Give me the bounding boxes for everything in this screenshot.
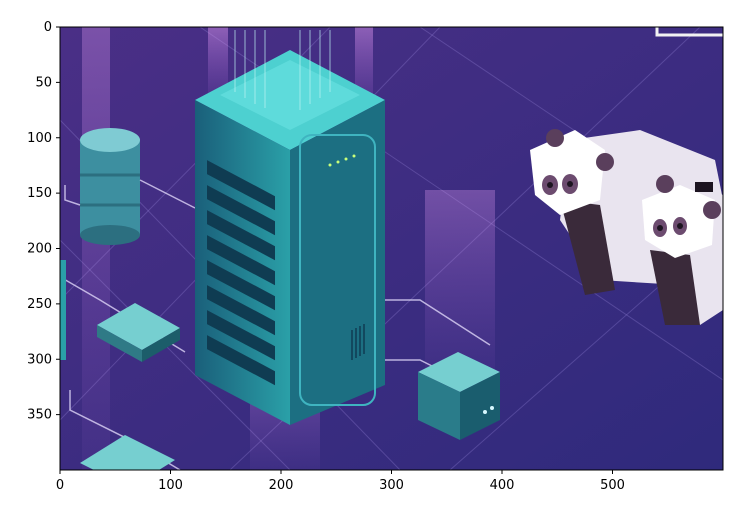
x-tick-label: 200 bbox=[269, 478, 294, 493]
network-node-icon-bottom bbox=[80, 435, 175, 470]
corner-frame bbox=[655, 27, 723, 37]
database-cylinder-icon bbox=[80, 128, 140, 245]
y-tick-label: 200 bbox=[27, 242, 52, 257]
y-tick-label: 350 bbox=[27, 408, 52, 423]
server-tower-icon bbox=[195, 30, 385, 425]
y-tick-label: 0 bbox=[44, 20, 52, 35]
y-tick-label: 150 bbox=[27, 186, 52, 201]
network-node-icon bbox=[97, 303, 180, 362]
x-tick-label: 400 bbox=[490, 478, 515, 493]
y-tick-label: 250 bbox=[27, 297, 52, 312]
light-beams bbox=[82, 27, 495, 470]
x-tick-label: 0 bbox=[56, 478, 64, 493]
x-tick-label: 300 bbox=[379, 478, 404, 493]
x-axis-ticks: 0 100 200 300 400 500 bbox=[56, 470, 625, 493]
y-tick-label: 300 bbox=[27, 352, 52, 367]
left-edge-node bbox=[60, 260, 66, 360]
y-tick-label: 100 bbox=[27, 131, 52, 146]
image-content bbox=[60, 27, 723, 470]
x-tick-label: 500 bbox=[600, 478, 625, 493]
small-server-icon bbox=[418, 352, 500, 440]
y-tick-label: 50 bbox=[35, 75, 52, 90]
panda-icon-second bbox=[640, 175, 723, 325]
x-tick-label: 100 bbox=[158, 478, 183, 493]
y-axis-ticks: 0 50 100 150 200 250 300 350 bbox=[27, 20, 60, 423]
